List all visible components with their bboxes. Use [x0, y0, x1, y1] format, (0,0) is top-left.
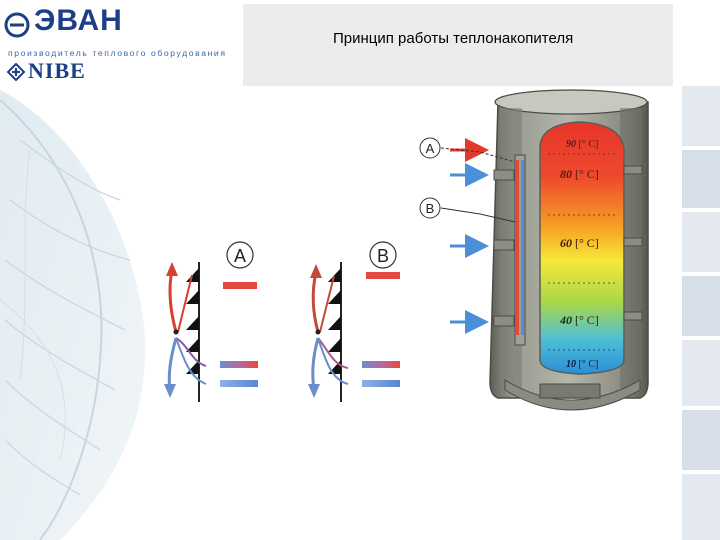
- nibe-logo-icon: [7, 63, 25, 81]
- partner-name: NIBE: [28, 58, 86, 83]
- callout-a: A: [419, 137, 516, 163]
- detail-a: A: [164, 241, 258, 402]
- evan-logo-icon: [4, 12, 30, 38]
- svg-text:B: B: [377, 246, 389, 266]
- temp-label: 90 [° C]: [566, 139, 598, 150]
- temp-label: 40 [° C]: [559, 313, 599, 327]
- svg-text:B: B: [426, 201, 435, 216]
- storage-tank: [489, 89, 649, 411]
- svg-text:A: A: [426, 141, 435, 156]
- temp-label: 80 [° C]: [560, 167, 599, 181]
- brand-tagline: производитель теплового оборудования: [8, 48, 227, 58]
- brand-name: ЭВАН: [34, 4, 123, 37]
- company-logo[interactable]: ЭВАН производитель теплового оборудовани…: [4, 4, 240, 86]
- title-bar: Принцип работы теплонакопителя: [243, 4, 673, 86]
- callout-b: B: [419, 197, 516, 223]
- page-title: Принцип работы теплонакопителя: [333, 30, 574, 47]
- detail-b: B: [308, 241, 400, 402]
- temp-label: 10 [° C]: [566, 359, 598, 370]
- tank-flow-arrows: [450, 138, 489, 334]
- temp-label: 60 [° C]: [560, 236, 599, 250]
- svg-text:A: A: [234, 246, 246, 266]
